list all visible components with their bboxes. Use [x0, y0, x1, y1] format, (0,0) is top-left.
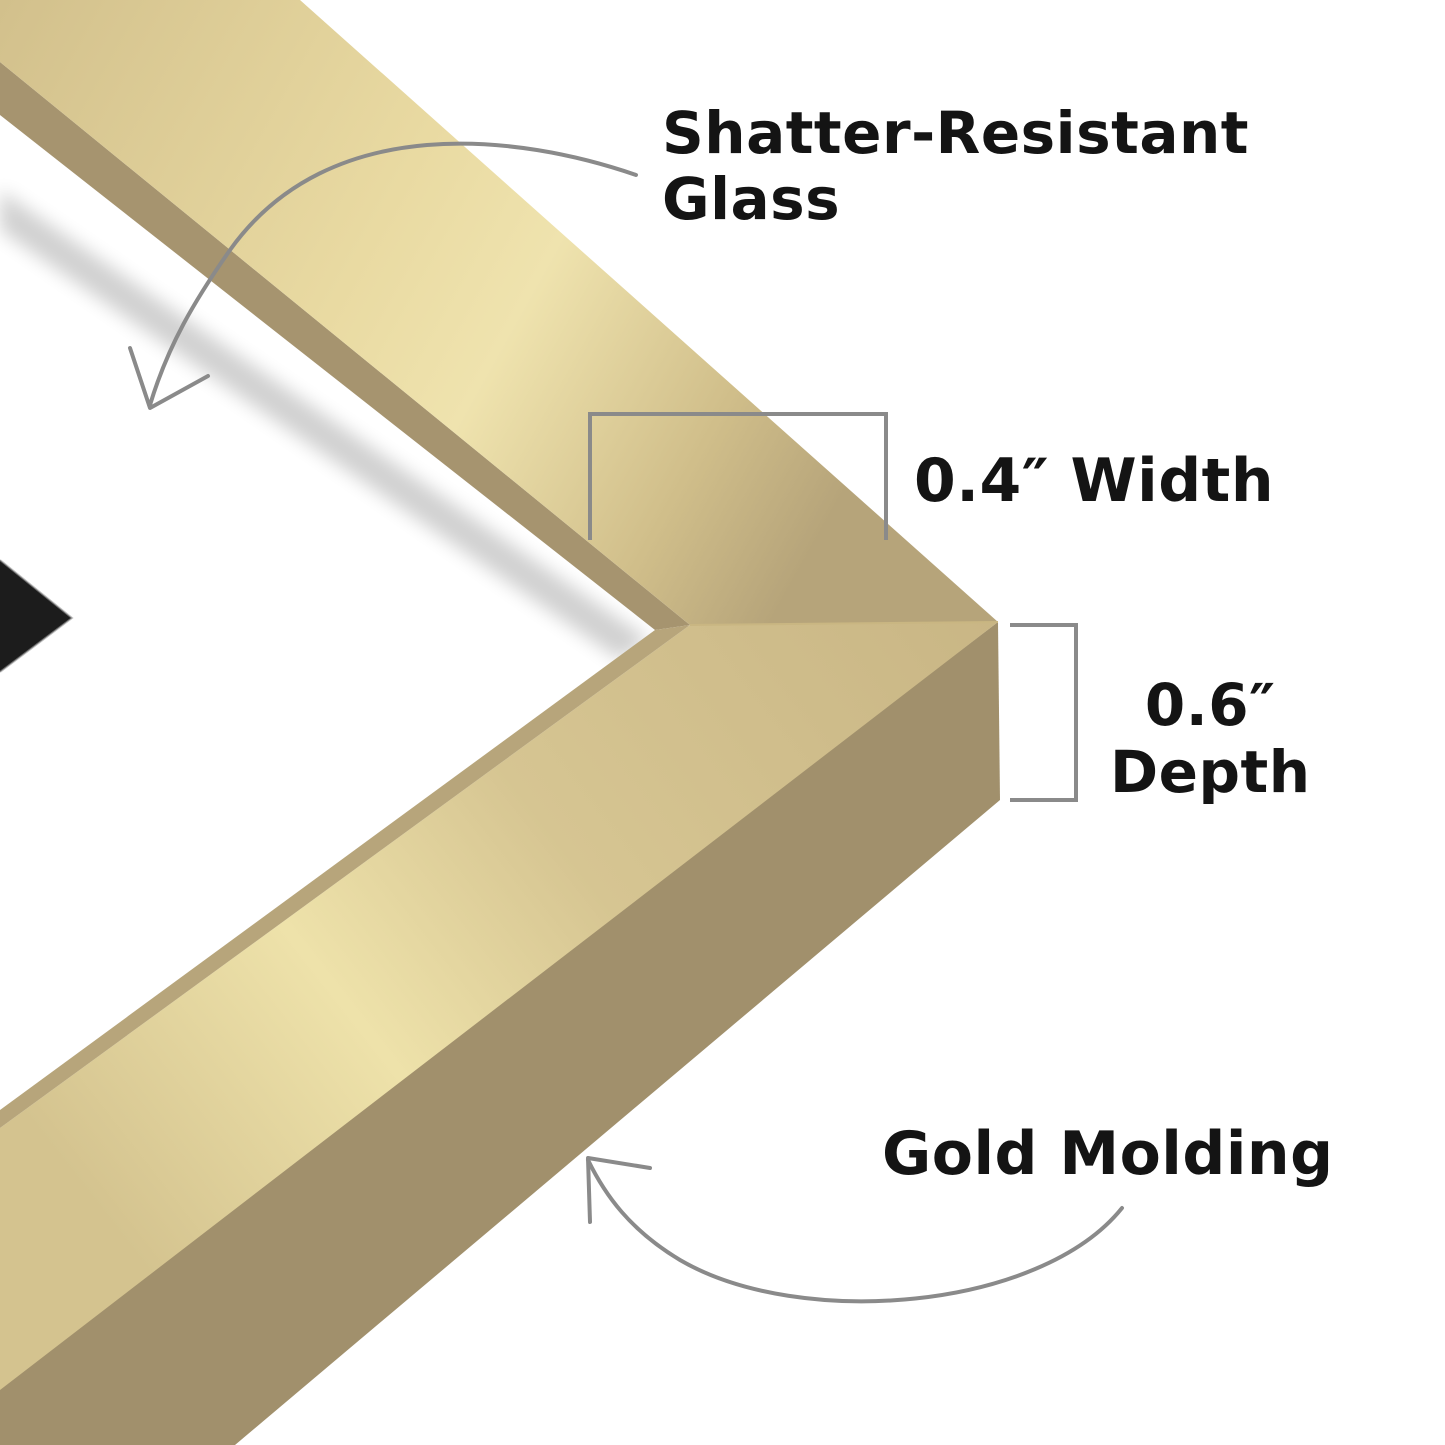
frame-shadow — [0, 190, 650, 660]
width-dimension-label: 0.4″ Width — [914, 446, 1275, 516]
depth-dimension-label: 0.6″ Depth — [1110, 672, 1311, 806]
glass-label-line2: Glass — [662, 165, 841, 233]
glass-label-line1: Shatter-Resistant — [662, 99, 1249, 167]
curved-arrow-down-left-icon — [128, 141, 638, 410]
frame-bottom-rail — [0, 622, 1000, 1445]
depth-label-text: Depth — [1110, 738, 1311, 806]
width-bracket-icon — [588, 412, 888, 540]
frame-top-rail — [0, 0, 998, 630]
artwork-corner — [0, 559, 74, 673]
depth-bracket-icon — [1010, 623, 1078, 802]
miter-seam — [689, 621, 999, 626]
glass-feature-label: Shatter-Resistant Glass — [662, 100, 1249, 232]
curved-arrow-up-left-icon — [586, 1156, 1124, 1304]
molding-feature-label: Gold Molding — [882, 1119, 1334, 1189]
depth-label-value: 0.6″ — [1144, 671, 1276, 739]
